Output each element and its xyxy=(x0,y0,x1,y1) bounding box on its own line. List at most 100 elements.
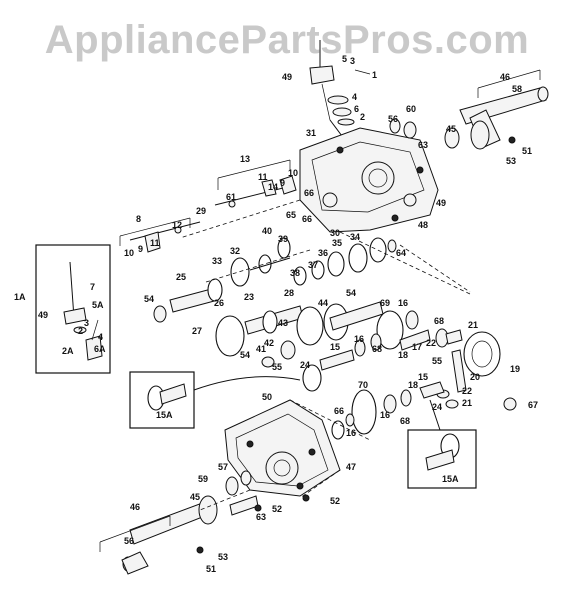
label-44: 44 xyxy=(318,298,328,308)
label-16-mid: 16 xyxy=(354,334,364,344)
brake-assembly xyxy=(436,329,517,411)
label-1: 1 xyxy=(372,70,377,80)
label-54-mid: 54 xyxy=(346,288,356,298)
upper-housing xyxy=(299,127,439,233)
label-49-top: 49 xyxy=(282,72,292,82)
label-14: 14 xyxy=(268,182,278,192)
label-24-right: 24 xyxy=(432,402,442,412)
label-49-inset: 49 xyxy=(38,310,48,320)
label-66-mid: 66 xyxy=(302,214,312,224)
label-57: 57 xyxy=(218,462,228,472)
label-40: 40 xyxy=(262,226,272,236)
callout-brackets xyxy=(99,69,541,552)
label-2: 2 xyxy=(360,112,365,122)
lower-shaft-parts xyxy=(261,328,449,392)
label-70: 70 xyxy=(358,380,368,390)
label-15-mid: 15 xyxy=(330,342,340,352)
label-2-inset: 2 xyxy=(78,326,83,336)
label-3: 3 xyxy=(350,56,355,66)
label-61: 61 xyxy=(226,192,236,202)
label-9-left: 9 xyxy=(138,244,143,254)
label-58: 58 xyxy=(512,84,522,94)
label-46-top: 46 xyxy=(500,72,510,82)
label-6a: 6A xyxy=(94,344,106,354)
label-13: 13 xyxy=(240,154,250,164)
label-42: 42 xyxy=(264,338,274,348)
label-68-top: 68 xyxy=(434,316,444,326)
label-55-right: 55 xyxy=(432,356,442,366)
label-34: 34 xyxy=(350,232,360,242)
label-39: 39 xyxy=(278,234,288,244)
countershaft-gears xyxy=(230,237,397,287)
label-50: 50 xyxy=(262,392,272,402)
label-31: 31 xyxy=(306,128,316,138)
label-49-right: 49 xyxy=(436,198,446,208)
label-15a-right: 15A xyxy=(442,474,459,484)
label-53-low: 53 xyxy=(218,552,228,562)
label-5: 5 xyxy=(342,54,347,64)
label-5a: 5A xyxy=(92,300,104,310)
assembly-guide-lines xyxy=(179,199,471,511)
label-53-top: 53 xyxy=(506,156,516,166)
label-33: 33 xyxy=(212,256,222,266)
label-15a-left: 15A xyxy=(156,410,173,420)
shift-fork-assembly xyxy=(129,175,297,253)
label-21-top: 21 xyxy=(468,320,478,330)
lower-housing xyxy=(224,399,341,497)
label-54-left: 54 xyxy=(144,294,154,304)
label-66-low: 66 xyxy=(334,406,344,416)
shift-lever-assembly xyxy=(309,40,371,141)
inset-shift-assembly-1a xyxy=(35,244,111,374)
main-shaft-gears xyxy=(153,278,419,357)
label-52-mid: 52 xyxy=(272,504,282,514)
label-37: 37 xyxy=(308,260,318,270)
label-9-top: 9 xyxy=(280,178,285,188)
label-59: 59 xyxy=(198,474,208,484)
label-26: 26 xyxy=(214,298,224,308)
lower-right-parts xyxy=(331,381,445,440)
label-64: 64 xyxy=(396,248,406,258)
label-22-low: 22 xyxy=(462,386,472,396)
inset-gear-15a-left xyxy=(129,371,301,429)
label-35: 35 xyxy=(332,238,342,248)
label-11: 11 xyxy=(258,172,268,182)
label-69: 69 xyxy=(380,298,390,308)
callout-labels: 1 2 3 4 5 6 49 31 46 58 60 56 45 63 51 5… xyxy=(14,54,538,574)
inset-gear-15a-right xyxy=(407,399,477,489)
label-11-left: 11 xyxy=(150,238,160,248)
label-56-top: 56 xyxy=(388,114,398,124)
label-51-top: 51 xyxy=(522,146,532,156)
label-68-low: 68 xyxy=(400,416,410,426)
label-18-mid: 18 xyxy=(398,350,408,360)
label-16-bottom: 16 xyxy=(346,428,356,438)
label-21-low: 21 xyxy=(462,398,472,408)
label-47: 47 xyxy=(346,462,356,472)
label-3-inset: 3 xyxy=(84,318,89,328)
label-63-low: 63 xyxy=(256,512,266,522)
label-4-inset: 4 xyxy=(98,332,103,342)
label-45-top: 45 xyxy=(446,124,456,134)
label-60: 60 xyxy=(406,104,416,114)
label-2a: 2A xyxy=(62,346,74,356)
label-30: 30 xyxy=(330,228,340,238)
label-10-top: 10 xyxy=(288,168,298,178)
label-29: 29 xyxy=(196,206,206,216)
label-43: 43 xyxy=(278,318,288,328)
label-10-left: 10 xyxy=(124,248,134,258)
label-52-right: 52 xyxy=(330,496,340,506)
label-56-low: 56 xyxy=(124,536,134,546)
label-55-mid: 55 xyxy=(272,362,282,372)
label-63-top: 63 xyxy=(418,140,428,150)
right-axle xyxy=(389,86,549,150)
label-67: 67 xyxy=(528,400,538,410)
label-66-top: 66 xyxy=(304,188,314,198)
label-45-low: 45 xyxy=(190,492,200,502)
label-27: 27 xyxy=(192,326,202,336)
label-7: 7 xyxy=(90,282,95,292)
label-41: 41 xyxy=(256,344,266,354)
label-18-low: 18 xyxy=(408,380,418,390)
label-15-right: 15 xyxy=(418,372,428,382)
label-17: 17 xyxy=(412,342,422,352)
label-16-top: 16 xyxy=(398,298,408,308)
